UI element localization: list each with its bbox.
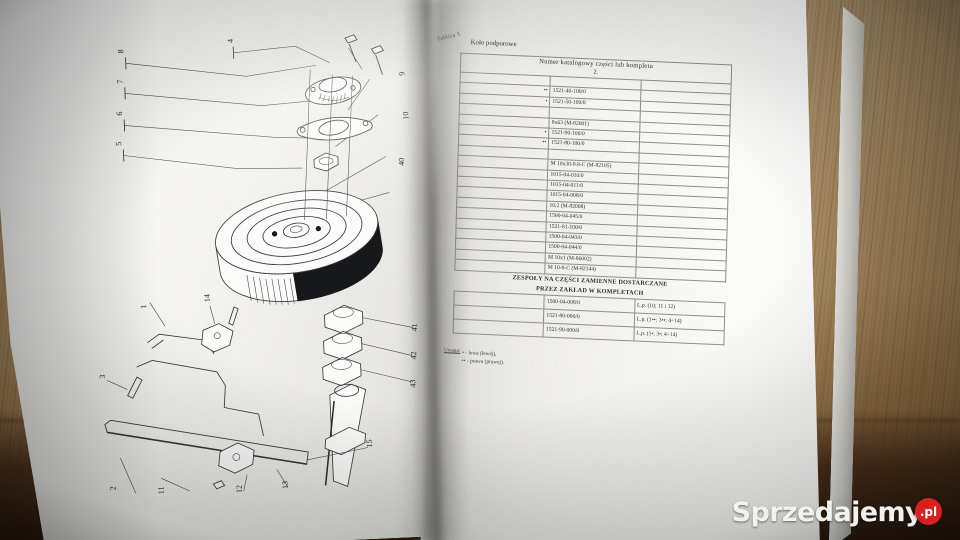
svg-text:3: 3 [98, 374, 107, 378]
svg-text:1: 1 [139, 305, 148, 309]
kit-row-number: 1521-90-000/0 [543, 322, 634, 341]
svg-text:9: 9 [397, 72, 406, 76]
spine-shadow [398, 0, 468, 540]
svg-text:13: 13 [280, 481, 289, 489]
svg-text:7: 7 [115, 79, 124, 83]
svg-text:15: 15 [365, 439, 374, 447]
svg-text:4: 4 [226, 39, 235, 43]
svg-text:5: 5 [114, 142, 123, 146]
svg-text:2: 2 [108, 486, 117, 490]
svg-text:8: 8 [116, 49, 125, 53]
svg-text:40: 40 [397, 158, 406, 166]
svg-text:6: 6 [115, 111, 124, 115]
watermark: Sprzedajemy .pl [732, 497, 942, 528]
page-block-edge [829, 0, 866, 540]
watermark-badge: .pl [915, 498, 942, 525]
svg-text:12: 12 [235, 485, 244, 493]
kit-row-lp: L.p. (1•; 3•; 4÷14) [633, 326, 725, 345]
svg-text:11: 11 [157, 486, 166, 494]
svg-text:14: 14 [203, 294, 212, 302]
exploded-assembly-drawing: 8 7 6 5 4 9 10 40 41 42 43 15 3 2 1 11 1 [82, 15, 477, 498]
watermark-text: Sprzedajemy [731, 497, 923, 528]
